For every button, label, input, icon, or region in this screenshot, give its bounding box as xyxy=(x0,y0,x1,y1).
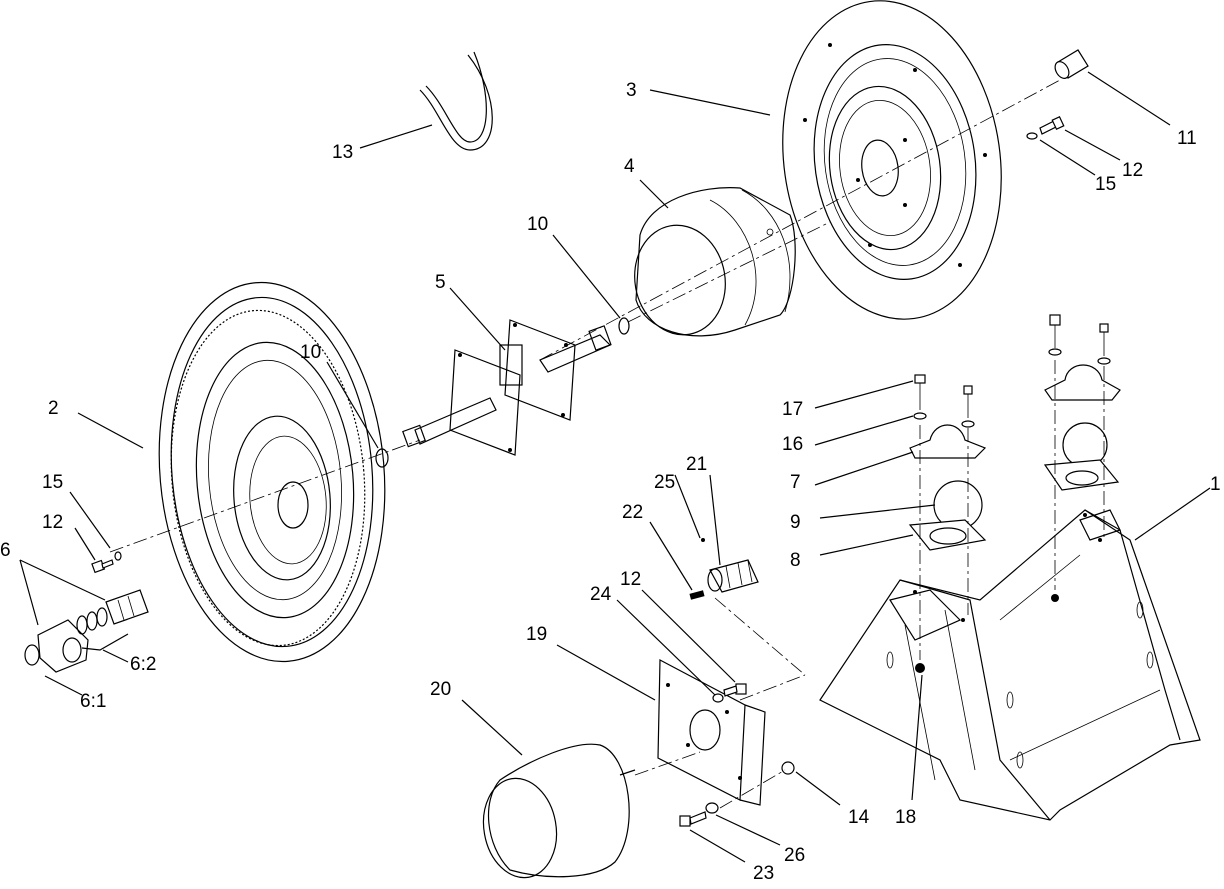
part-11-bushing xyxy=(1054,49,1089,79)
callout-15-left: 15 xyxy=(42,472,63,493)
part-2-front-flange xyxy=(158,281,386,663)
center-lines xyxy=(109,79,1105,809)
callout-10-right: 10 xyxy=(527,214,548,235)
part-13-hose xyxy=(419,51,493,151)
callout-12-left: 12 xyxy=(42,512,63,533)
callout-13: 13 xyxy=(332,142,353,163)
callout-14: 14 xyxy=(848,807,870,828)
callout-12-top: 12 xyxy=(1122,160,1143,181)
callout-15-top: 15 xyxy=(1095,174,1116,195)
callout-6-2: 6:2 xyxy=(130,654,156,675)
callout-16: 16 xyxy=(782,434,803,455)
callout-25: 25 xyxy=(654,472,675,493)
part-5-axle-plate xyxy=(402,319,612,456)
callout-21: 21 xyxy=(686,454,707,475)
callout-6-1: 6:1 xyxy=(80,691,106,712)
part-14-nut xyxy=(781,761,795,775)
callout-4: 4 xyxy=(624,156,635,177)
part-3-rear-flange xyxy=(782,0,1002,320)
callout-labels: 1 2 3 4 5 6 6:1 6:2 7 8 9 10 10 11 12 12… xyxy=(0,80,1221,884)
part-12-15-bolt-washer-top xyxy=(1026,115,1065,140)
part-20-motor xyxy=(482,743,636,879)
callout-23: 23 xyxy=(753,863,774,884)
part-23-26-bolt-washer-bottom xyxy=(679,802,719,827)
callout-10-left: 10 xyxy=(300,342,321,363)
part-12-15-bolt-washer-left xyxy=(91,551,122,574)
callout-24: 24 xyxy=(590,584,612,605)
callout-7: 7 xyxy=(790,472,801,493)
callout-6: 6 xyxy=(0,540,11,561)
callout-18: 18 xyxy=(895,807,916,828)
part-7-8-9-bearing-stack-right xyxy=(1043,314,1121,491)
callout-8: 8 xyxy=(790,550,801,571)
part-7-8-9-bearing-stack-left xyxy=(908,374,987,551)
callout-12-plate: 12 xyxy=(620,569,641,590)
callout-19: 19 xyxy=(526,624,547,645)
part-12-24-bolt-washer-plate xyxy=(712,683,747,703)
callout-3: 3 xyxy=(626,80,637,101)
part-10-oring-right xyxy=(618,317,630,335)
part-4-drum xyxy=(634,187,796,337)
callout-17: 17 xyxy=(782,399,803,420)
callout-26: 26 xyxy=(784,845,805,866)
callout-5: 5 xyxy=(435,272,446,293)
callout-22: 22 xyxy=(622,502,643,523)
part-1-base-frame xyxy=(819,509,1201,821)
leader-lines xyxy=(19,71,1211,863)
callout-1: 1 xyxy=(1210,474,1221,495)
part-21-pinion-gear xyxy=(689,538,759,600)
callout-9: 9 xyxy=(790,512,801,533)
part-19-motor-plate xyxy=(657,659,766,806)
callout-11: 11 xyxy=(1177,128,1197,149)
part-6-swivel-fitting xyxy=(24,589,149,673)
callout-2: 2 xyxy=(48,398,59,419)
callout-20: 20 xyxy=(430,679,451,700)
